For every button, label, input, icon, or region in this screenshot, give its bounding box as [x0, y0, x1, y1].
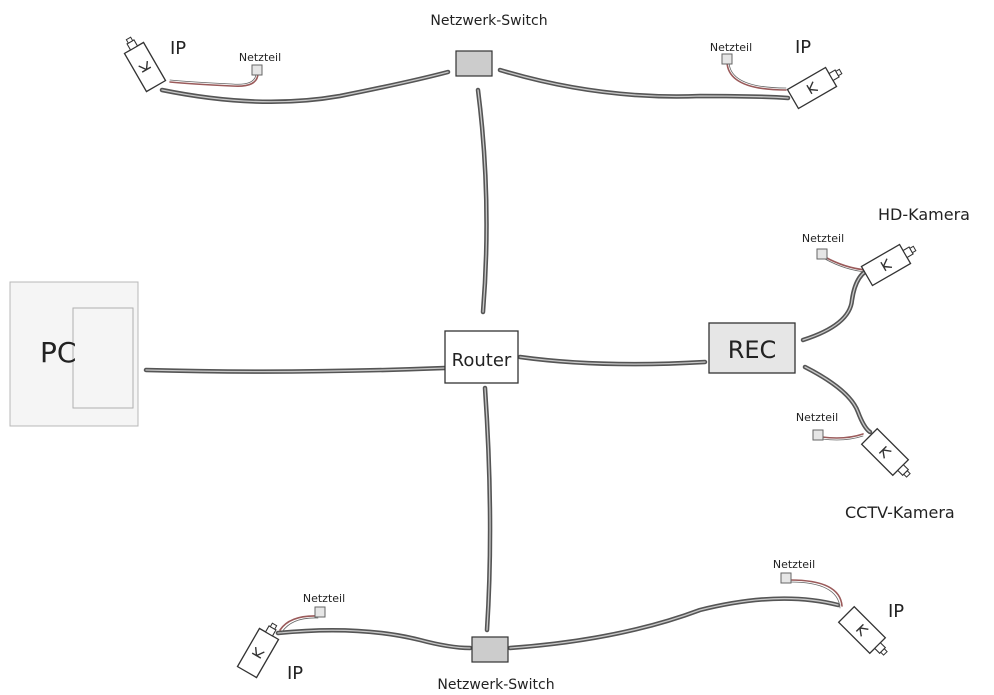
network-switch-top: Netzwerk-Switch — [430, 13, 548, 77]
power-cable-top-right — [726, 61, 787, 91]
recorder-label: REC — [728, 336, 777, 364]
psu-label-hd: Netzteil — [802, 232, 844, 245]
cable-router-switch-bottom — [482, 385, 493, 633]
pc-label: PC — [40, 336, 76, 369]
pc: PC — [9, 281, 139, 427]
cable-router-recorder — [517, 354, 708, 367]
hd-camera-label: HD-Kamera — [878, 205, 970, 224]
switch-top-label: Netzwerk-Switch — [430, 13, 547, 29]
cable-switch-top-ip-left — [159, 69, 451, 105]
ip-label-bottom-left: IP — [287, 663, 303, 684]
power-supply-bottom-left: Netzteil — [303, 592, 345, 618]
recorder: REC — [708, 322, 796, 374]
psu-label-bottom-right: Netzteil — [773, 558, 815, 571]
power-supply-top-right: Netzteil — [710, 41, 752, 65]
ip-label-bottom-right: IP — [888, 601, 904, 622]
router: Router — [444, 330, 519, 384]
cable-switch-bottom-ip-right — [507, 596, 841, 651]
router-label: Router — [452, 350, 512, 371]
psu-label-top-left: Netzteil — [239, 51, 281, 64]
psu-label-cctv: Netzteil — [796, 411, 838, 424]
power-supply-cctv: Netzteil — [796, 411, 838, 441]
cable-switch-bottom-ip-left — [275, 627, 473, 651]
power-supply-top-left: Netzteil — [239, 51, 281, 76]
ip-camera-bottom-left — [236, 618, 285, 679]
power-cable-top-left — [169, 72, 259, 88]
cable-router-switch-top — [475, 87, 489, 315]
ip-camera-top-left — [118, 32, 167, 93]
ip-label-top-left: IP — [170, 38, 186, 59]
switch-bottom-label: Netzwerk-Switch — [437, 677, 554, 693]
cable-pc-router — [143, 365, 448, 374]
cable-recorder-hd-camera — [800, 265, 876, 343]
power-cable-bottom-right — [789, 579, 843, 609]
power-supply-bottom-right: Netzteil — [773, 558, 815, 584]
cable-switch-top-ip-right — [497, 67, 791, 101]
power-cable-cctv — [821, 433, 864, 441]
hd-camera — [860, 238, 921, 287]
cctv-camera — [860, 427, 917, 484]
ip-label-top-right: IP — [795, 37, 811, 58]
power-cable-hd — [824, 256, 867, 273]
power-cable-bottom-left — [279, 615, 319, 633]
network-switch-bottom: Netzwerk-Switch — [437, 636, 555, 693]
psu-label-bottom-left: Netzteil — [303, 592, 345, 605]
ip-camera-top-right — [786, 61, 847, 110]
cctv-camera-label: CCTV-Kamera — [845, 503, 955, 522]
ip-camera-bottom-right — [837, 605, 894, 662]
power-supply-hd: Netzteil — [802, 232, 844, 260]
cable-recorder-cctv-camera — [802, 364, 873, 435]
psu-label-top-right: Netzteil — [710, 41, 752, 54]
